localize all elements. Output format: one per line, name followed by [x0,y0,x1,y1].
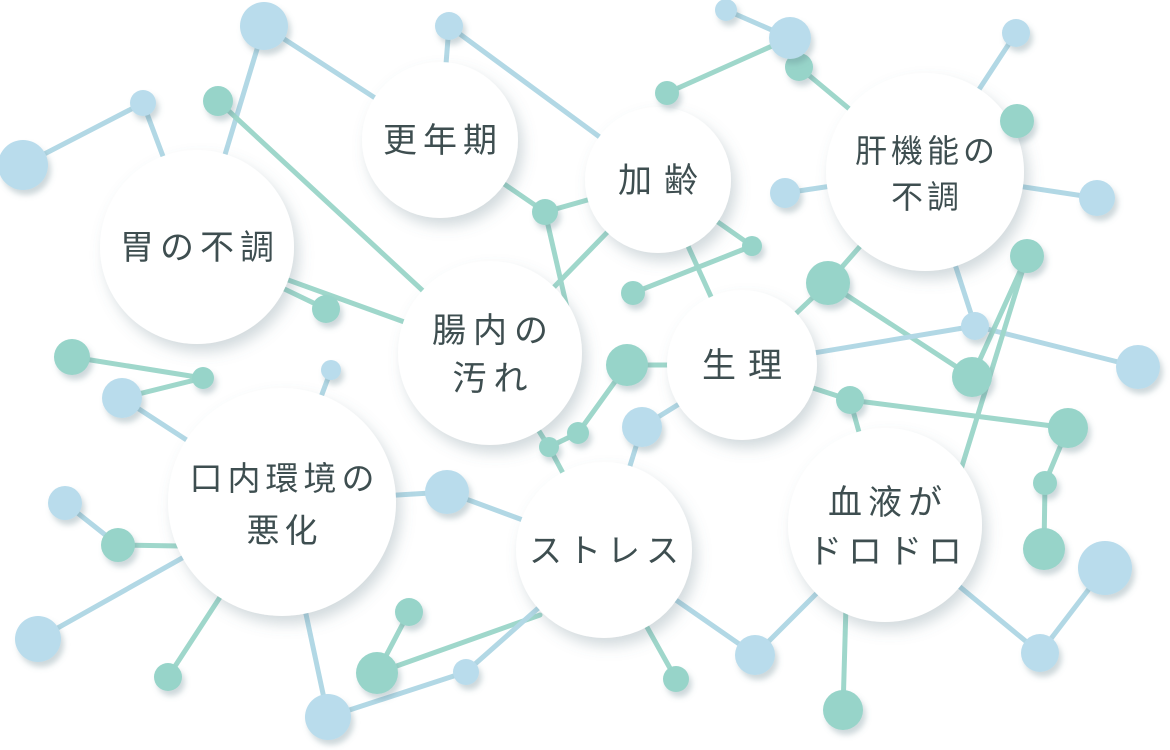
teal-dot [539,437,559,457]
blue-dot [240,2,288,50]
blue-dot [435,12,463,40]
node-circle [398,261,582,445]
edge-line [664,35,793,96]
blue-dot [770,178,800,208]
node-circle [168,388,396,616]
node-label: ストレス [529,534,685,570]
edge-line [542,209,571,315]
blue-dot [961,312,989,340]
blue-dot [130,90,156,116]
teal-dot [1000,104,1034,138]
blue-dot [321,360,341,380]
node-label: 更年期 [383,122,503,160]
teal-dot [823,690,863,730]
node-label: 生理 [702,347,794,385]
edge-line [630,243,755,296]
teal-dot [663,666,689,692]
node-circle [826,73,1024,271]
node-i-no-fucho: 胃の不調 [100,150,294,344]
blue-dot [15,616,61,662]
teal-dot [54,339,90,375]
blue-dot [715,0,737,21]
blue-dot [453,659,479,685]
teal-dot [312,295,340,323]
blue-dot [48,486,82,520]
teal-dot [1023,528,1065,570]
node-circle [362,62,518,218]
node-label: 腸内の [432,312,555,350]
node-label: 胃の不調 [120,229,280,267]
teal-dot [836,386,864,414]
teal-dot [567,422,589,444]
node-label: 血液が [828,484,948,522]
teal-dot [806,261,850,305]
teal-dot [655,81,679,105]
edge-line [825,280,975,380]
molecule-dots [0,0,1160,740]
blue-dot [1116,345,1160,389]
node-circle [788,428,982,622]
teal-dot [101,528,135,562]
teal-dot [356,652,398,694]
teal-dot [606,344,648,386]
teal-dot [1010,239,1044,273]
node-label: ドロドロ [808,534,968,571]
teal-dot [532,199,558,225]
node-label: 口内環境の [190,461,380,498]
node-seiri: 生理 [667,290,817,440]
teal-dot [952,357,992,397]
node-label: 肝機能の [855,133,999,169]
blue-dot [769,17,811,59]
teal-dot [742,236,762,256]
blue-dot [1079,180,1115,216]
teal-dot [203,86,233,116]
teal-dot [395,598,423,626]
blue-dot [1078,541,1132,595]
blue-dot [1002,19,1030,47]
node-label: 不調 [891,179,963,215]
node-label: 悪化 [247,513,323,550]
node-circle [585,107,731,253]
blue-dot [622,407,662,447]
node-label: 加齢 [618,162,710,200]
node-circle [667,290,817,440]
edge-line [325,669,469,720]
edge-line [374,612,543,676]
edge-line [969,253,1030,380]
teal-dot [192,367,214,389]
blue-dot [0,140,48,190]
node-karei: 加齢 [585,107,731,253]
blue-dot [425,470,469,514]
teal-dot [1033,471,1057,495]
edge-line [847,397,1071,431]
node-sutoresu: ストレス [516,462,692,638]
blue-dot [1021,634,1059,672]
blue-dot [305,694,351,740]
node-label: 汚れ [453,361,535,398]
blue-dot [735,635,775,675]
teal-dot [1048,408,1088,448]
node-circle [516,462,692,638]
edge-line [69,354,206,381]
teal-dot [154,663,182,691]
node-circle [100,150,294,344]
teal-dot [621,281,645,305]
teal-dot [785,53,813,81]
node-konenki: 更年期 [362,62,518,218]
blue-dot [102,378,142,418]
